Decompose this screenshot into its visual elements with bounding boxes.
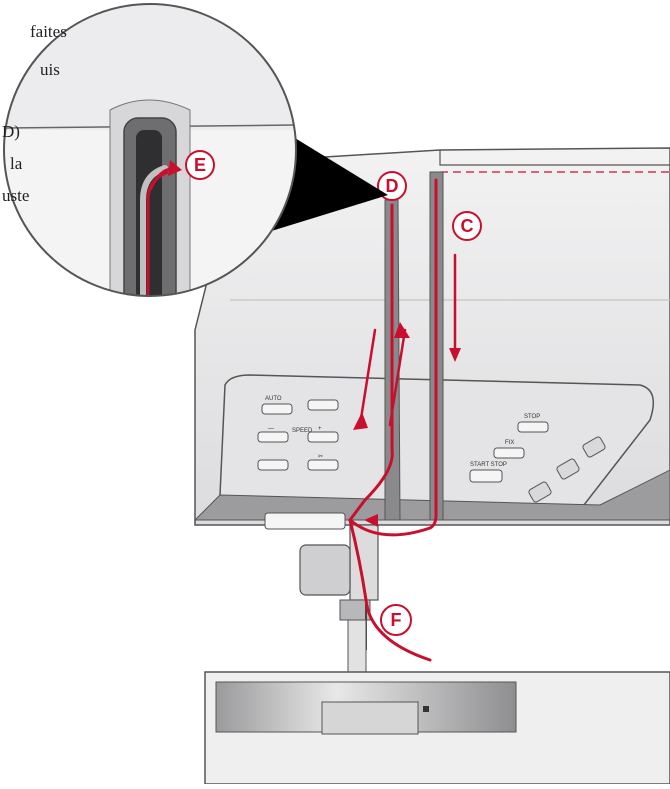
callout-d: D [377,171,407,201]
auto-label: AUTO [265,396,282,402]
needle-plate-mark [423,706,429,712]
sewing-bed [204,671,670,785]
callout-c: C [452,211,482,241]
button-fix[interactable] [493,447,525,459]
button-start-stop[interactable] [469,469,503,483]
button-reverse[interactable] [307,399,339,411]
button-speed-minus[interactable]: — [257,426,289,443]
arrow-down-icon [353,412,368,430]
button-presser-foot[interactable] [264,512,346,530]
button-needle-position[interactable] [257,459,289,471]
text-fragment-4: la [10,154,23,173]
button-speed-plus[interactable]: + [307,426,339,443]
callout-e: E [185,150,215,180]
direction-arrows [353,322,461,527]
speed-label: SPEED [292,428,313,434]
text-fragment-5: uste [2,186,30,205]
button-pattern-2[interactable] [556,458,580,480]
arrow-icon [168,160,182,176]
button-needle-up-down[interactable] [261,403,293,415]
arrow-left-icon [364,514,378,527]
button-pattern-3[interactable] [582,436,606,458]
button-pattern-1[interactable] [528,481,552,503]
svg-text:E: E [194,155,206,175]
text-fragment-2: uis [40,60,60,79]
minus-icon: — [268,426,274,432]
callout-f: F [380,604,412,636]
scissors-icon: ✂ [318,454,323,460]
button-stop[interactable] [517,421,549,433]
start-stop-label: START STOP [470,462,507,468]
arrow-down-icon [449,348,461,362]
thread-path [348,178,457,662]
svg-text:F: F [391,610,402,630]
svg-text:D: D [386,176,399,196]
magnified-inset: E [3,3,297,297]
text-fragment-3: D) [2,122,20,141]
needle-assembly [299,524,379,681]
button-thread-cutter[interactable]: ✂ [307,454,339,471]
arrow-up-icon [394,322,410,338]
fix-label: FIX [505,440,514,446]
text-fragment-1: faites [30,22,67,41]
stop-label: STOP [524,414,540,420]
svg-text:C: C [461,216,474,236]
plus-icon: + [318,426,322,432]
